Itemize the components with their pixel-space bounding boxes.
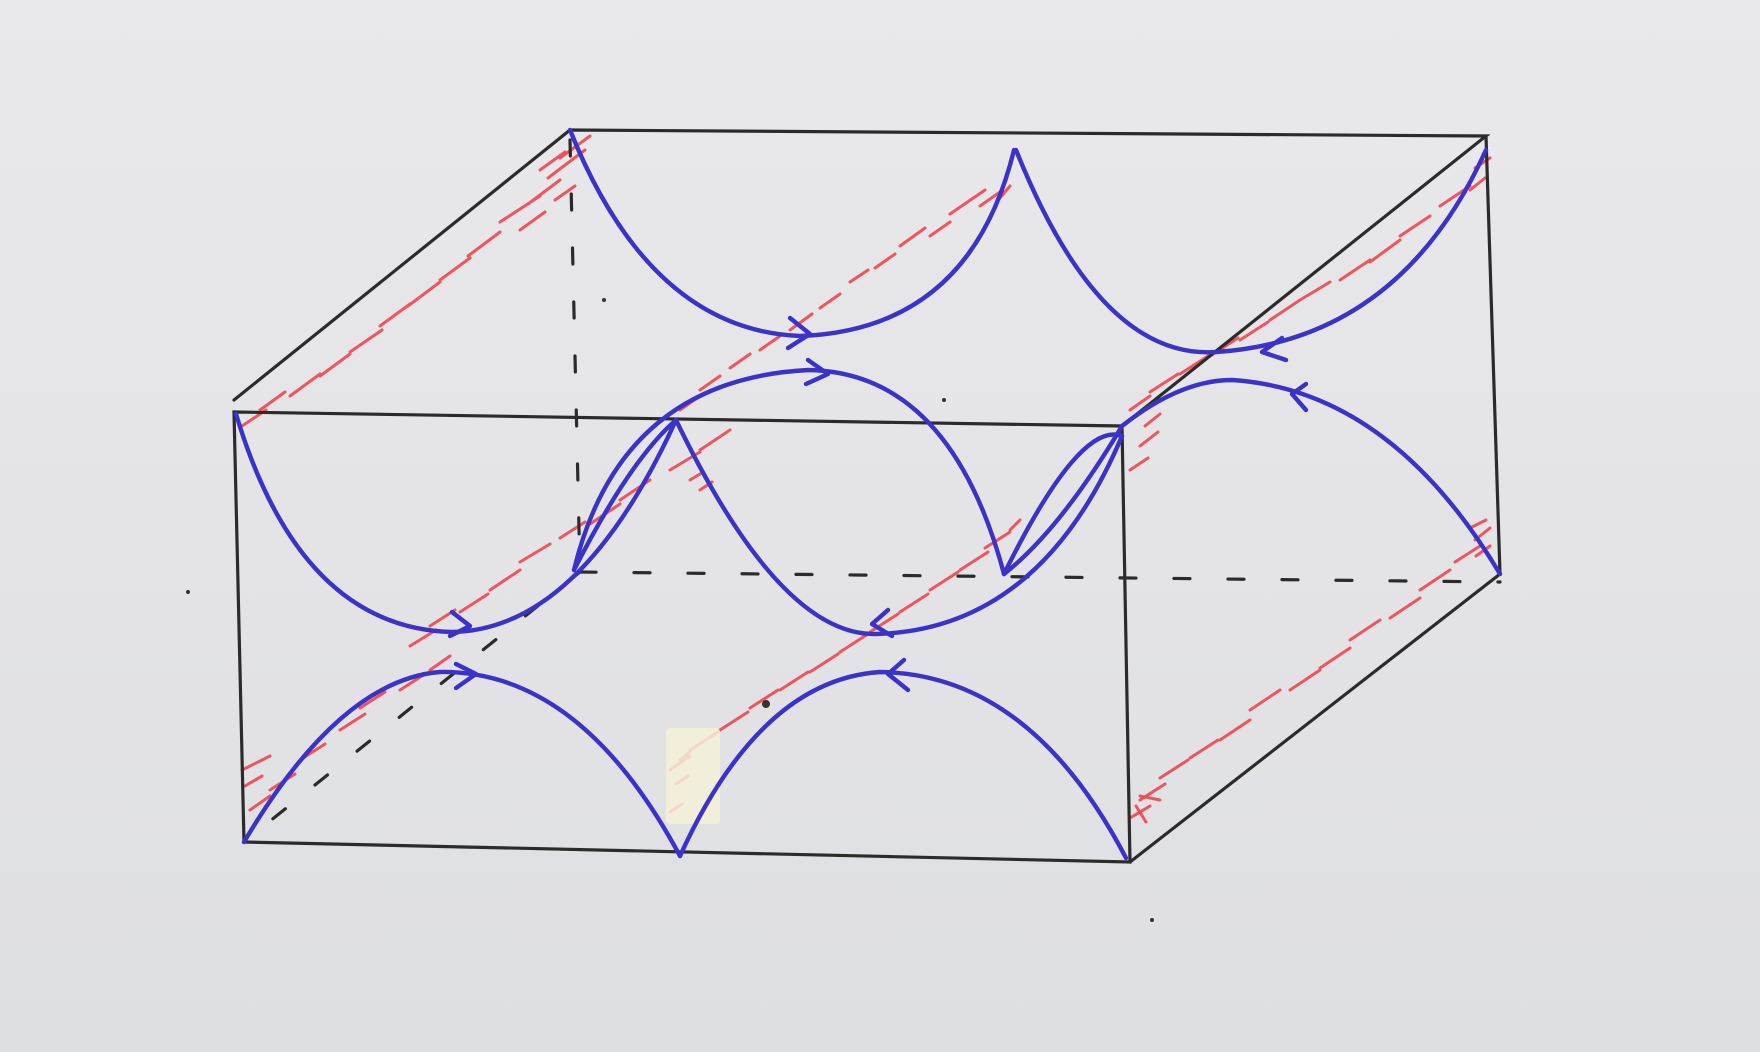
flow-curve [567,127,1017,339]
hatch-mark [240,134,592,428]
flow-curve [1001,432,1125,577]
hidden-back-diagonal [242,570,582,844]
box-outline [232,128,1502,864]
speck [1150,918,1154,922]
arrowhead [803,357,831,387]
flow-curve [1001,423,1125,577]
hidden-back-horizontal [578,570,1502,584]
hatch-mark [1128,526,1492,820]
flow-curves [233,127,1503,861]
hatch-mark [1134,518,1492,824]
speck [942,398,946,402]
pen-specks [186,298,1154,922]
hatch-mark [1128,156,1492,412]
hatch-mark [408,428,732,648]
arrowhead [447,609,473,639]
flow-curve [571,367,1007,577]
hatch-mark [248,654,452,812]
flow-curve [1013,147,1489,355]
speck [186,590,190,594]
flow-curve [677,669,1129,861]
arrowhead [453,661,479,691]
hidden-back-vertical [568,138,582,574]
flow-curve [673,417,1125,637]
hatch-mark [240,754,272,788]
speck [762,700,770,708]
speck [602,298,606,302]
flow-curve [241,669,683,859]
arrowhead [869,607,895,639]
hatch-mark [678,184,1012,412]
hatch-mark [668,518,1022,772]
arrowhead [785,315,813,351]
flow-curve [571,417,679,573]
red-hatching [240,134,1492,824]
arrowhead [885,657,911,693]
flow-curve [1119,377,1503,577]
flow-arrows [447,315,1309,693]
arrowhead [1289,381,1309,413]
flow-curve [233,411,679,635]
top-face-edges [232,128,1491,428]
arrowhead [1259,335,1289,363]
hatch-mark [518,150,577,232]
tape-patch [666,728,720,824]
